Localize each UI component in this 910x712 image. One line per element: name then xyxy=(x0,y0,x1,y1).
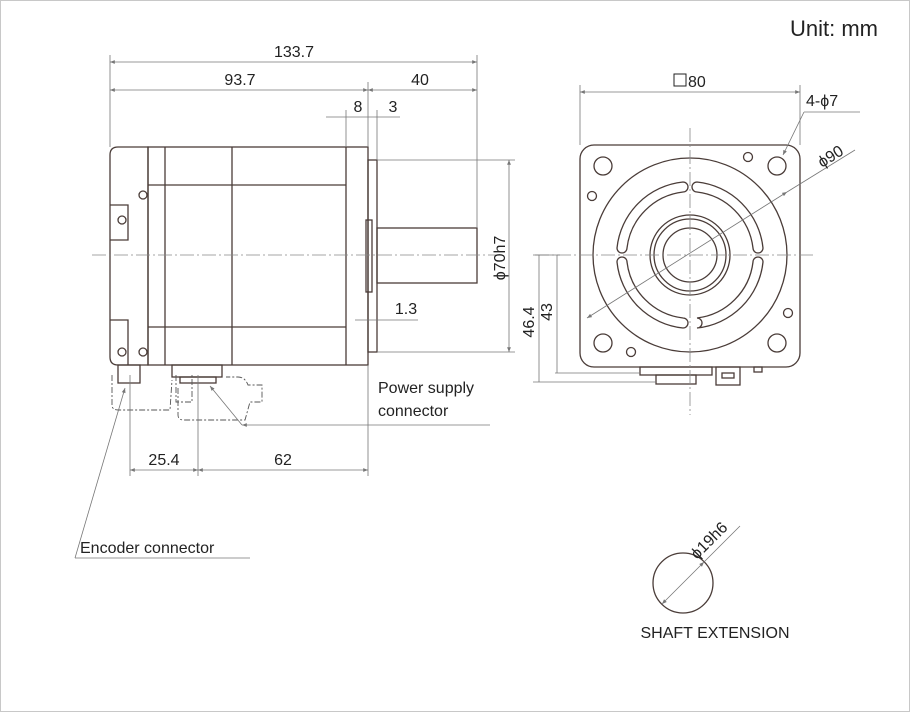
dim-pilot-height: 1.3 xyxy=(395,301,417,318)
encoder-connector-label: Encoder connector xyxy=(80,540,215,557)
dim-flange-thickness: 8 xyxy=(354,99,363,116)
dim-encoder-connector-height: 43 xyxy=(539,303,556,321)
front-view xyxy=(535,128,815,415)
dim-mount-holes: 4-ϕ7 xyxy=(806,93,838,110)
dim-body-length: 93.7 xyxy=(224,72,255,89)
dim-power-offset: 62 xyxy=(274,452,292,469)
power-connector-label-1: Power supply xyxy=(378,380,474,397)
dim-shaft-length: 40 xyxy=(411,72,429,89)
dim-pilot-diameter: ϕ70h7 xyxy=(492,236,509,281)
dim-pilot-length: 3 xyxy=(389,99,398,116)
dim-encoder-offset: 25.4 xyxy=(148,452,179,469)
power-connector-label-2: connector xyxy=(378,403,449,420)
dim-power-connector-height: 46.4 xyxy=(521,306,538,337)
unit-label: Unit: mm xyxy=(790,16,878,41)
square-symbol-icon xyxy=(673,73,687,87)
shaft-extension-title: SHAFT EXTENSION xyxy=(640,625,789,642)
shaft-extension: ϕ19h6 SHAFT EXTENSION xyxy=(640,519,789,642)
side-view xyxy=(92,146,500,421)
dim-overall-length: 133.7 xyxy=(274,44,314,61)
dim-pcd: ϕ90 xyxy=(815,143,847,172)
side-dimensions: 133.7 93.7 40 8 3 ϕ70h7 1.3 25.4 62 Powe… xyxy=(74,44,515,559)
dim-flange-square: 80 xyxy=(688,74,706,91)
